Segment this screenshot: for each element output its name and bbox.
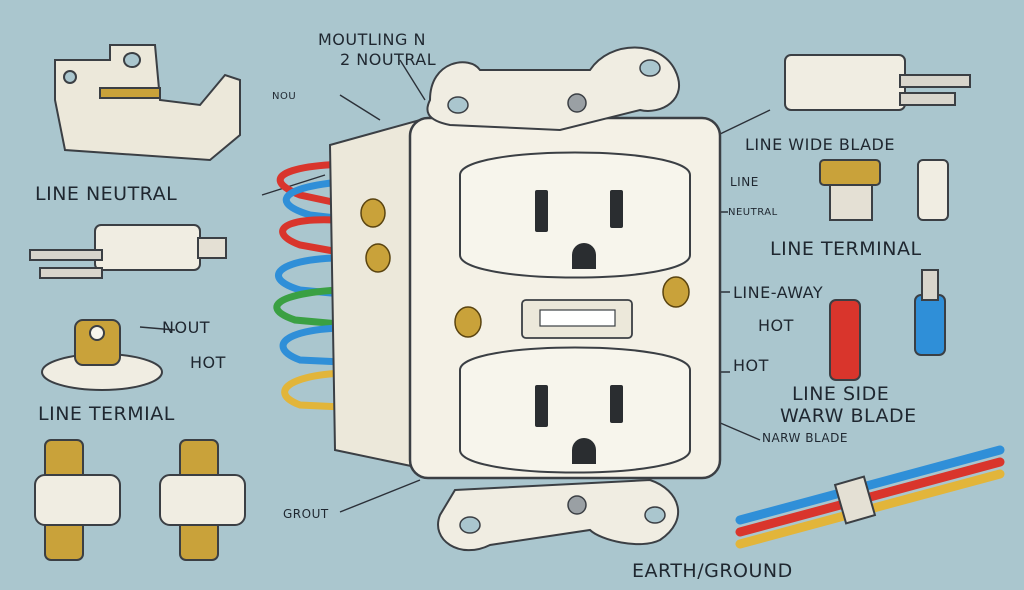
label-line-wide-blade: LINE WIDE BLADE bbox=[745, 135, 895, 154]
left-plug-icon bbox=[29, 224, 227, 279]
label-narw-blade: NARW BLADE bbox=[762, 431, 848, 445]
left-brass-terminal-icon bbox=[41, 319, 163, 391]
label-neutral-small: NEUTRAL bbox=[728, 207, 778, 218]
lower-receptacle bbox=[459, 346, 691, 474]
bottom-strap bbox=[437, 478, 680, 552]
mount-screw-icon bbox=[567, 93, 587, 113]
label-line-small: LINE bbox=[730, 175, 759, 189]
label-two-neutral: 2 NOUTRAL bbox=[340, 50, 437, 69]
label-hot-right-1: HOT bbox=[758, 316, 794, 335]
label-line-terminal-left: LINE TERMIAL bbox=[38, 403, 175, 425]
label-line-side: LINE SIDE bbox=[792, 383, 890, 405]
right-connectors-icon bbox=[819, 159, 949, 381]
top-strap bbox=[426, 46, 681, 132]
label-grout: GROUT bbox=[283, 507, 329, 521]
top-right-plug-icon bbox=[784, 54, 971, 111]
terminal-screws bbox=[360, 198, 690, 338]
label-line-terminal-right: LINE TERMINAL bbox=[770, 238, 922, 260]
label-nout: NOUT bbox=[162, 318, 211, 337]
label-mounting: MOUTLING N bbox=[318, 30, 426, 49]
label-hot-right-2: HOT bbox=[733, 356, 769, 375]
label-hot-left: HOT bbox=[190, 353, 226, 372]
label-line-neutral: LINE NEUTRAL bbox=[35, 183, 178, 205]
label-warw-blade: WARW BLADE bbox=[780, 405, 917, 427]
label-earth-ground: EARTH/GROUND bbox=[632, 560, 793, 582]
bottom-left-terminals-icon bbox=[34, 439, 246, 561]
label-nou: NOU bbox=[272, 91, 297, 102]
top-left-bracket bbox=[54, 44, 241, 162]
upper-receptacle bbox=[459, 151, 691, 279]
label-line-away: LINE-AWAY bbox=[733, 283, 824, 302]
